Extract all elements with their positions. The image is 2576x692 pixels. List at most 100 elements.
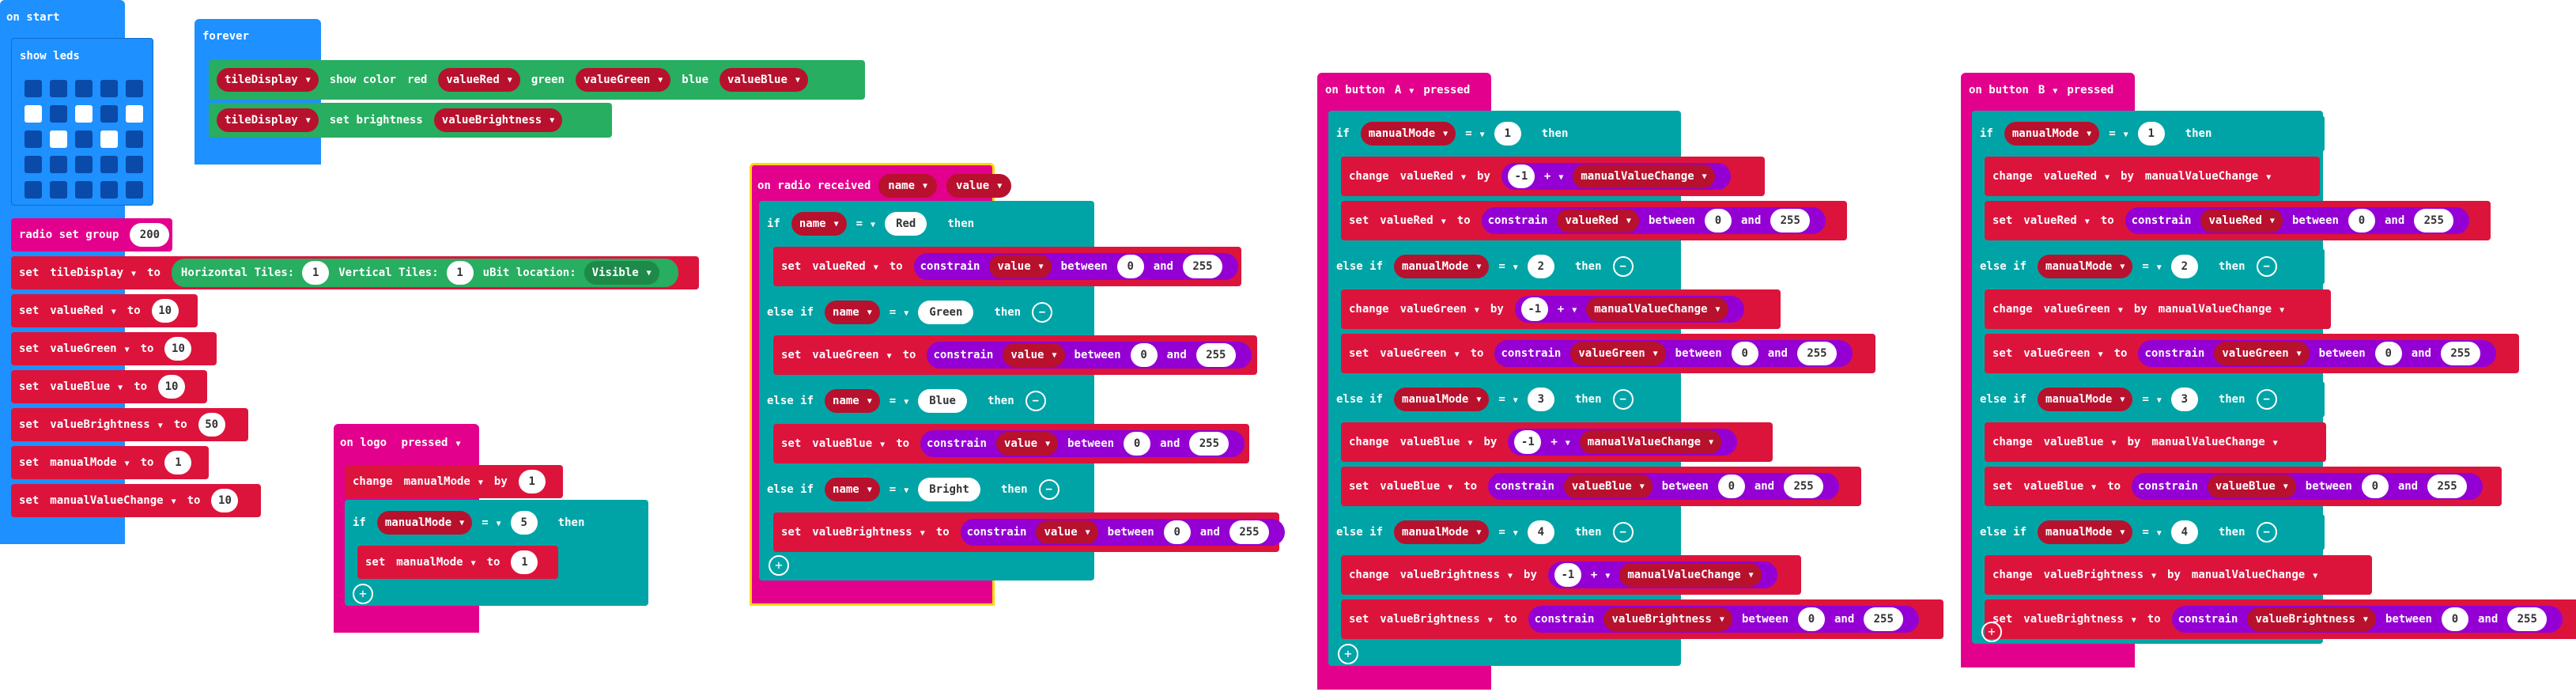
- set-variable-block[interactable]: setmanualModeto1: [11, 446, 209, 479]
- high-bound[interactable]: 255: [1864, 607, 1904, 631]
- high-bound[interactable]: 255: [1784, 475, 1824, 498]
- button-b-if-block[interactable]: [1972, 111, 2323, 644]
- compare-string[interactable]: Bright: [918, 478, 980, 501]
- compare-var-dropdown[interactable]: manualMode: [2038, 388, 2133, 411]
- value-green-dropdown[interactable]: valueGreen: [575, 68, 671, 92]
- ubit-location-dropdown[interactable]: Visible: [584, 261, 659, 285]
- compare-value[interactable]: 3: [2170, 388, 2198, 411]
- constrain-var-dropdown[interactable]: valueGreen: [2214, 342, 2310, 365]
- compare-var-dropdown[interactable]: name: [791, 212, 847, 236]
- constrain-block[interactable]: constrainvaluebetween0and255: [960, 519, 1285, 546]
- set-constrain-block[interactable]: setvalueGreentoconstrainvalueGreenbetwee…: [1341, 334, 1875, 373]
- show-color-block[interactable]: tileDisplay show color red valueRed gree…: [209, 60, 865, 100]
- set-constrain-block[interactable]: setvalueBluetoconstrainvaluebetween0and2…: [773, 424, 1249, 463]
- operator-dropdown[interactable]: =: [1498, 526, 1517, 539]
- compare-block[interactable]: name=Blue: [825, 388, 976, 414]
- high-bound[interactable]: 255: [2440, 342, 2480, 365]
- high-bound[interactable]: 255: [2427, 475, 2468, 498]
- compare-block[interactable]: manualMode=4: [2038, 519, 2208, 546]
- value-blue-dropdown[interactable]: valueBlue: [720, 68, 808, 92]
- set-variable-block[interactable]: setmanualValueChangeto10: [11, 484, 261, 517]
- high-bound[interactable]: 255: [1229, 520, 1269, 544]
- led-cell[interactable]: [50, 181, 67, 199]
- remove-branch-icon[interactable]: −: [1612, 256, 1634, 277]
- high-bound[interactable]: 255: [1195, 343, 1236, 367]
- constrain-block[interactable]: constrainvalueRedbetween0and255: [2125, 207, 2470, 234]
- led-cell[interactable]: [75, 130, 93, 148]
- set-manualmode-block[interactable]: set manualMode to 1: [357, 546, 558, 579]
- operator-dropdown[interactable]: =: [890, 395, 908, 407]
- constrain-block[interactable]: constrainvalueBrightnessbetween0and255: [2171, 606, 2563, 633]
- variable-dropdown[interactable]: valueBrightness: [50, 418, 162, 431]
- compare-value[interactable]: 4: [1527, 520, 1554, 544]
- constrain-var-dropdown[interactable]: valueBrightness: [1603, 607, 1732, 631]
- variable-dropdown[interactable]: valueRed: [50, 304, 115, 317]
- target-var-dropdown[interactable]: valueBlue: [1400, 436, 1473, 448]
- low-bound[interactable]: 0: [1731, 342, 1758, 365]
- high-bound[interactable]: 255: [2507, 607, 2548, 631]
- compare-value[interactable]: 2: [2170, 255, 2198, 278]
- constrain-block[interactable]: constrainvalueBrightnessbetween0and255: [1528, 606, 1920, 633]
- set-variable-block[interactable]: setvalueBlueto10: [11, 370, 207, 403]
- value-var-pill[interactable]: value: [1003, 343, 1065, 367]
- set-variable-block[interactable]: setvalueRedto10: [11, 294, 198, 327]
- compare-string[interactable]: Green: [918, 301, 974, 324]
- operator-dropdown[interactable]: =: [890, 483, 908, 496]
- constrain-block[interactable]: constrainvalueGreenbetween0and255: [2138, 340, 2496, 367]
- change-variable-block[interactable]: changevalueGreenbymanualValueChange: [1985, 289, 2331, 329]
- target-var-dropdown[interactable]: valueBrightness: [812, 526, 924, 539]
- led-cell[interactable]: [25, 181, 42, 199]
- value-red-dropdown[interactable]: valueRed: [438, 68, 520, 92]
- led-cell[interactable]: [100, 105, 118, 123]
- operator-dropdown[interactable]: =: [482, 516, 500, 529]
- manual-value-change-dropdown[interactable]: manualValueChange: [2192, 569, 2317, 581]
- button-b-dropdown[interactable]: B: [2038, 84, 2057, 96]
- tiledisplay-dropdown[interactable]: tileDisplay: [217, 68, 319, 92]
- compare-value[interactable]: 1: [2137, 122, 2165, 146]
- remove-branch-icon[interactable]: −: [1612, 522, 1634, 543]
- manual-value-change-dropdown[interactable]: manualValueChange: [1586, 297, 1728, 321]
- value-brightness-dropdown[interactable]: valueBrightness: [433, 108, 563, 132]
- change-manualmode-block[interactable]: change manualMode by 1: [345, 465, 563, 498]
- compare-var-dropdown[interactable]: manualMode: [2004, 122, 2100, 146]
- compare-value[interactable]: 1: [1494, 122, 1521, 146]
- manual-value-change-dropdown[interactable]: manualValueChange: [2145, 170, 2271, 183]
- set-value-input[interactable]: 10: [211, 489, 239, 512]
- create-tile-display-block[interactable]: Horizontal Tiles: 1 Vertical Tiles: 1 uB…: [171, 259, 678, 287]
- led-cell[interactable]: [75, 156, 93, 173]
- target-var-dropdown[interactable]: valueRed: [2044, 170, 2110, 183]
- manual-value-change-dropdown[interactable]: manualValueChange: [1573, 164, 1715, 188]
- low-bound[interactable]: 0: [1717, 475, 1745, 498]
- change-variable-block[interactable]: changevalueBrightnessbymanualValueChange: [1985, 555, 2372, 595]
- led-cell[interactable]: [25, 105, 42, 123]
- led-cell[interactable]: [25, 80, 42, 97]
- set-value-input[interactable]: 1: [164, 451, 192, 475]
- led-cell[interactable]: [50, 156, 67, 173]
- target-var-dropdown[interactable]: valueGreen: [2044, 303, 2123, 316]
- led-cell[interactable]: [25, 130, 42, 148]
- low-bound[interactable]: 0: [1704, 209, 1732, 233]
- value-var-pill[interactable]: value: [989, 255, 1052, 278]
- target-var-dropdown[interactable]: valueBrightness: [2044, 569, 2156, 581]
- constrain-block[interactable]: constrainvaluebetween0and255: [913, 253, 1238, 280]
- compare-value[interactable]: 4: [2170, 520, 2198, 544]
- constrain-block[interactable]: constrainvaluebetween0and255: [927, 342, 1252, 369]
- if-header[interactable]: if manualMode = 5 then: [345, 505, 648, 541]
- set-variable-block[interactable]: setvalueGreento10: [11, 332, 217, 365]
- compare-string[interactable]: Red: [885, 212, 927, 236]
- manual-value-change-dropdown[interactable]: manualValueChange: [1619, 563, 1762, 587]
- remove-branch-icon[interactable]: −: [1025, 391, 1046, 411]
- target-var-dropdown[interactable]: valueBrightness: [2023, 613, 2136, 626]
- set-value-input[interactable]: 10: [151, 299, 179, 323]
- compare-block[interactable]: name=Green: [825, 299, 984, 326]
- operator-dropdown[interactable]: =: [856, 217, 875, 230]
- target-var-dropdown[interactable]: valueBrightness: [1380, 613, 1492, 626]
- set-constrain-block[interactable]: setvalueBrightnesstoconstrainvalueBright…: [1341, 599, 1943, 639]
- change-variable-block[interactable]: changevalueBluebymanualValueChange: [1985, 422, 2326, 462]
- manualmode-set-dropdown[interactable]: manualMode: [396, 556, 475, 569]
- manual-value-change-dropdown[interactable]: manualValueChange: [1579, 430, 1722, 454]
